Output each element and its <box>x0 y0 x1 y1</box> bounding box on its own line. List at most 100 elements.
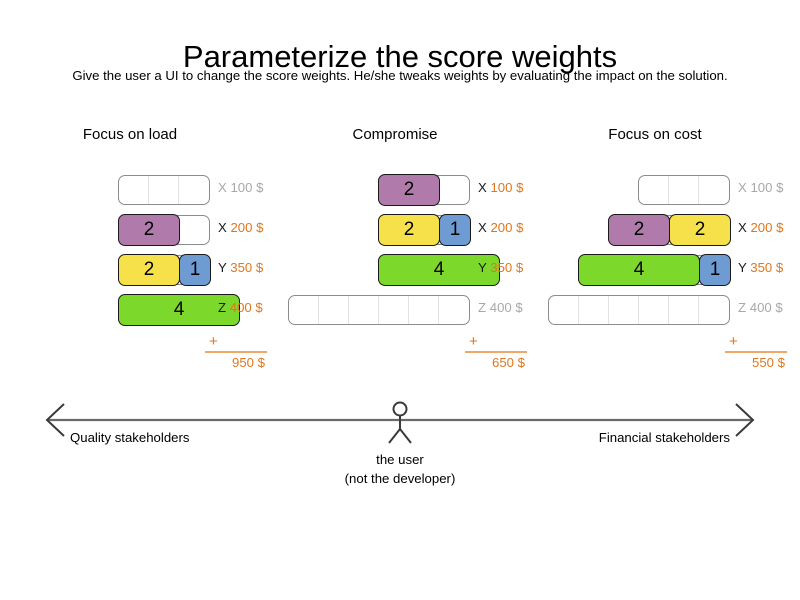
row-label: X 200 $ <box>218 220 263 235</box>
page-title: Parameterize the score weights <box>182 38 618 74</box>
total-plus-sign: + <box>469 333 478 350</box>
weight-slot[interactable] <box>639 296 669 324</box>
axis-right-label: Financial stakeholders <box>598 430 730 445</box>
weight-slot[interactable] <box>379 296 409 324</box>
row-letter: Z <box>218 300 227 315</box>
weight-block-purple[interactable]: 2 <box>608 214 670 246</box>
row-label: Y 350 $ <box>478 260 523 275</box>
column-title: Focus on load <box>82 126 178 143</box>
row-price: 200 $ <box>490 220 524 235</box>
row-label: X 100 $ <box>738 180 783 195</box>
weight-block-value: 4 <box>633 259 645 280</box>
user-caption-line1: the user <box>376 452 424 467</box>
total-sum: 950 $ <box>231 355 265 370</box>
row-label: X 200 $ <box>738 220 783 235</box>
column-title: Focus on cost <box>608 126 702 143</box>
row-letter: X <box>478 220 487 235</box>
row-label: X 100 $ <box>478 180 523 195</box>
axis-arrow-svg <box>45 401 755 444</box>
row-price: 400 $ <box>229 300 263 315</box>
page-subtitle: Give the user a UI to change the score w… <box>72 68 728 83</box>
weight-block-value: 2 <box>143 259 155 280</box>
weight-block-group: 2 <box>378 174 440 206</box>
row-price: 100 $ <box>490 180 524 195</box>
weight-slot[interactable] <box>179 216 209 244</box>
weight-block-value: 4 <box>433 259 445 280</box>
weight-slot[interactable] <box>439 296 469 324</box>
row-letter: Y <box>218 260 227 275</box>
weight-block-value: 1 <box>709 259 721 280</box>
column-total: +550 $ <box>725 334 787 370</box>
row-price: 100 $ <box>750 180 784 195</box>
total-sum: 550 $ <box>751 355 785 370</box>
weight-block-blue[interactable]: 1 <box>179 254 211 286</box>
axis-left-label: Quality stakeholders <box>70 430 190 445</box>
column-total: +950 $ <box>205 334 267 370</box>
weight-slot[interactable] <box>609 296 639 324</box>
total-rule <box>465 351 527 353</box>
row-letter: Y <box>738 260 747 275</box>
weight-block-green[interactable]: 4 <box>578 254 700 286</box>
weight-slot[interactable] <box>289 296 319 324</box>
weight-slot[interactable] <box>439 176 469 204</box>
column-title: Compromise <box>352 126 438 143</box>
weight-slot[interactable] <box>319 296 349 324</box>
row-price: 200 $ <box>230 220 264 235</box>
weight-block-group: 4 <box>378 254 500 286</box>
weight-slot[interactable] <box>639 176 669 204</box>
weight-block-yellow[interactable]: 2 <box>669 214 731 246</box>
weight-slot-track[interactable] <box>288 295 470 325</box>
weight-block-value: 4 <box>173 299 185 320</box>
weight-slot-track[interactable] <box>548 295 730 325</box>
row-label: Z 400 $ <box>738 300 783 315</box>
weight-block-yellow[interactable]: 2 <box>118 254 180 286</box>
total-sum: 650 $ <box>491 355 525 370</box>
weight-block-value: 1 <box>189 259 201 280</box>
row-letter: X <box>738 220 747 235</box>
weight-slot[interactable] <box>699 176 729 204</box>
user-caption-line2: (not the developer) <box>344 471 456 486</box>
user-caption: the user (not the developer) <box>0 450 800 488</box>
weight-slot[interactable] <box>179 176 209 204</box>
weight-slot[interactable] <box>669 296 699 324</box>
weight-block-green[interactable]: 4 <box>118 294 240 326</box>
row-label: Z 400 $ <box>218 300 263 315</box>
weight-block-value: 2 <box>694 219 706 240</box>
weight-slot[interactable] <box>549 296 579 324</box>
weight-slot[interactable] <box>349 296 379 324</box>
row-price: 100 $ <box>230 180 264 195</box>
weight-block-yellow[interactable]: 2 <box>378 214 440 246</box>
weight-slot[interactable] <box>149 176 179 204</box>
row-price: 350 $ <box>230 260 264 275</box>
weight-slot[interactable] <box>119 176 149 204</box>
weight-block-purple[interactable]: 2 <box>378 174 440 206</box>
weight-slot-track[interactable] <box>118 175 210 205</box>
row-label: Z 400 $ <box>478 300 523 315</box>
weight-slot-track[interactable] <box>638 175 730 205</box>
row-letter: Z <box>738 300 747 315</box>
row-price: 350 $ <box>750 260 784 275</box>
weight-block-group: 2 <box>118 214 180 246</box>
row-price: 400 $ <box>489 300 523 315</box>
row-letter: Y <box>478 260 487 275</box>
weight-slot[interactable] <box>409 296 439 324</box>
row-label: X 200 $ <box>478 220 523 235</box>
stakeholder-axis: Quality stakeholders Financial stakehold… <box>0 398 800 518</box>
weight-block-value: 2 <box>633 219 645 240</box>
weight-block-purple[interactable]: 2 <box>118 214 180 246</box>
weight-slot[interactable] <box>669 176 699 204</box>
row-price: 400 $ <box>749 300 783 315</box>
weight-block-blue[interactable]: 1 <box>439 214 471 246</box>
weight-block-blue[interactable]: 1 <box>699 254 731 286</box>
weight-slot[interactable] <box>699 296 729 324</box>
weight-block-green[interactable]: 4 <box>378 254 500 286</box>
row-letter: X <box>218 220 227 235</box>
weight-block-value: 2 <box>403 219 415 240</box>
weight-slot[interactable] <box>579 296 609 324</box>
row-label: Y 350 $ <box>738 260 783 275</box>
row-price: 200 $ <box>750 220 784 235</box>
row-price: 350 $ <box>490 260 524 275</box>
